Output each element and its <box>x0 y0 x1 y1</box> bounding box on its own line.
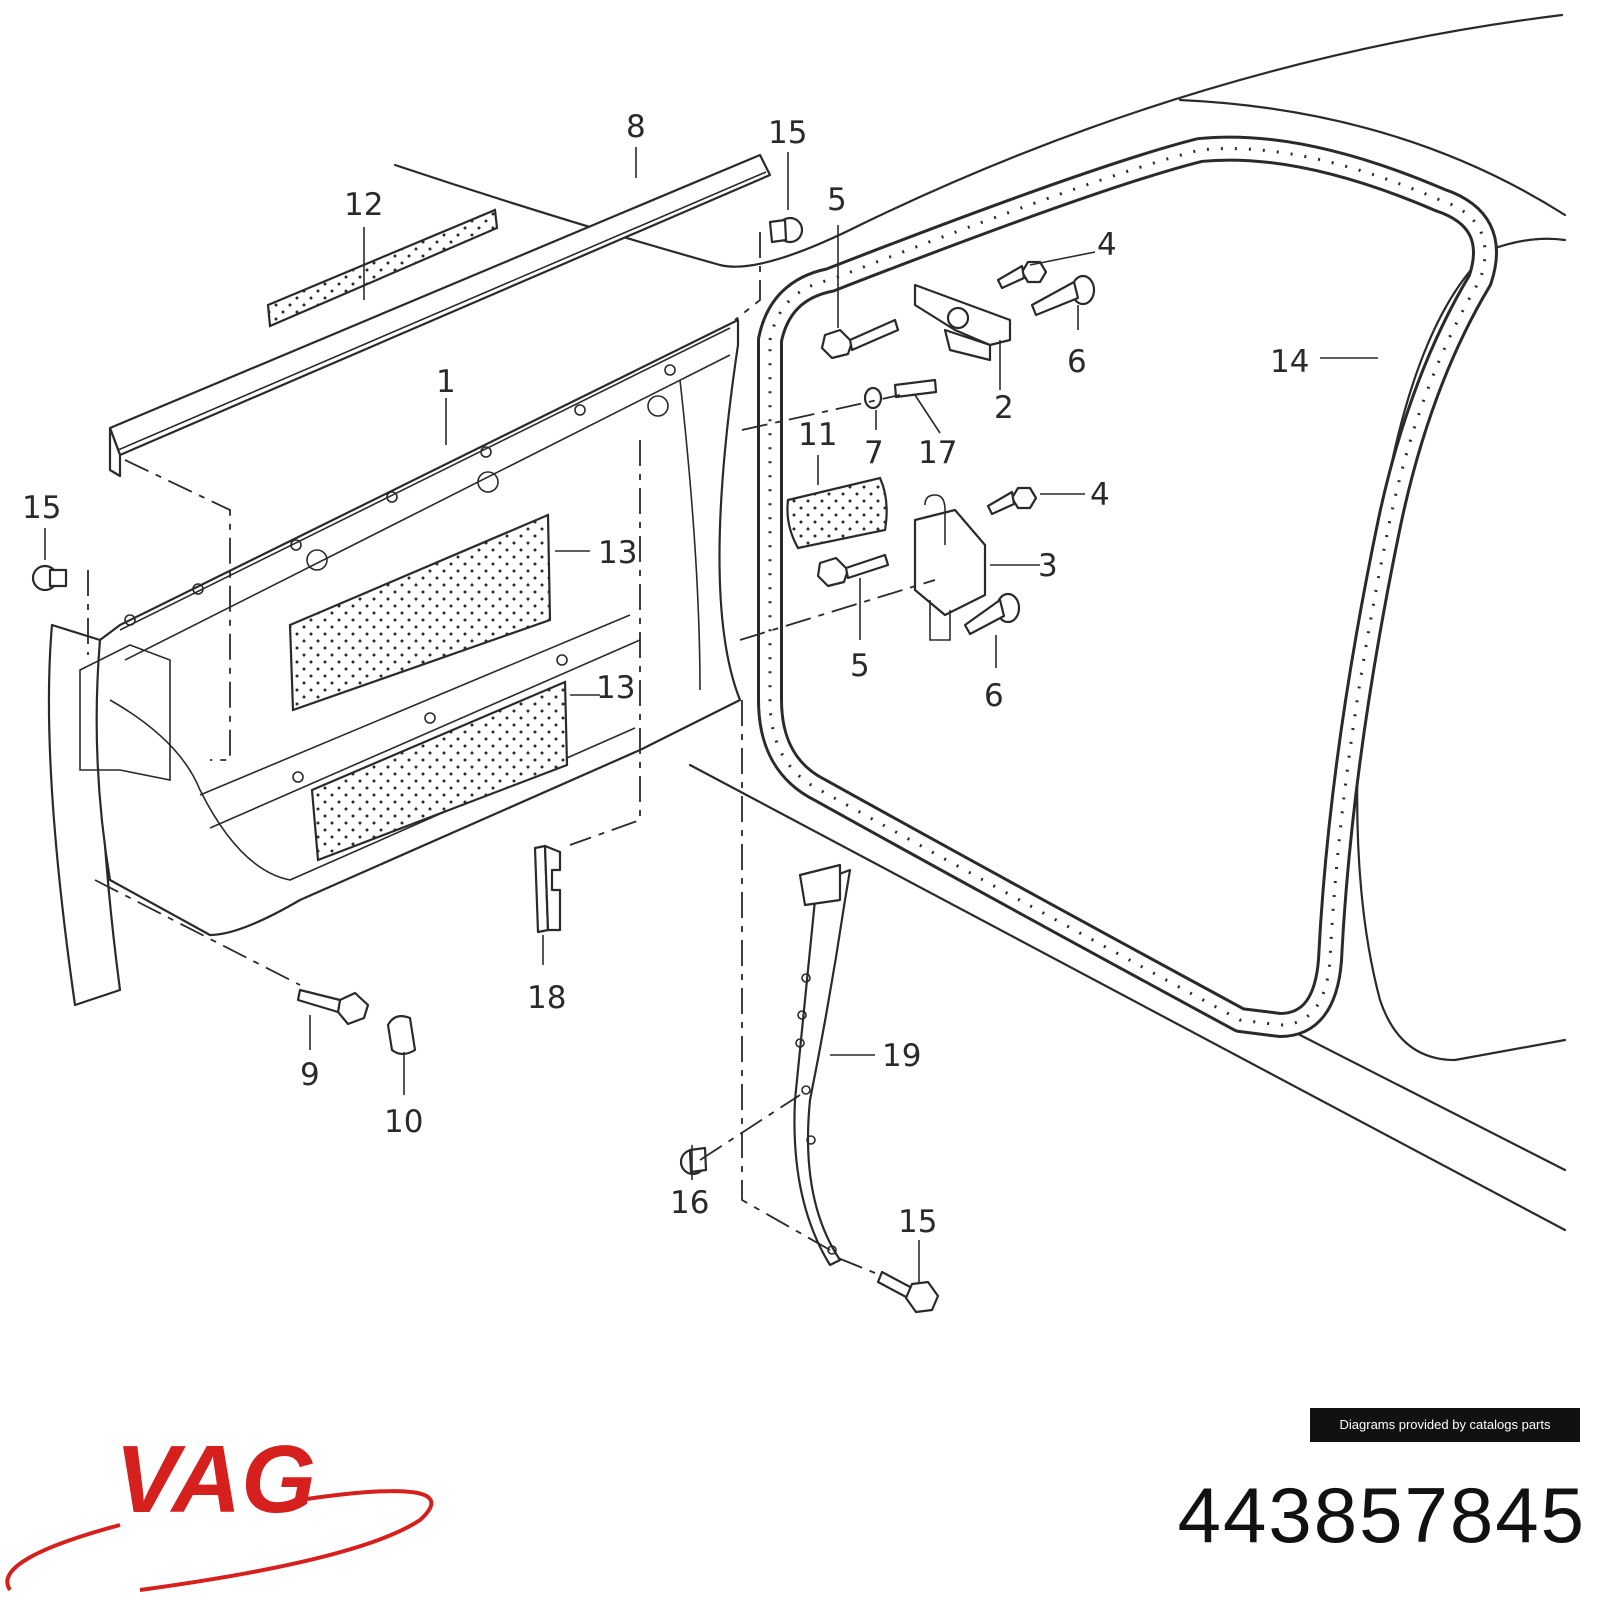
clip-15-top <box>768 216 804 244</box>
callout-6-upper: 6 <box>1067 344 1087 380</box>
callout-6-lower: 6 <box>984 678 1004 714</box>
door-seal-14 <box>757 135 1498 1038</box>
callout-1: 1 <box>436 364 456 400</box>
screw-6-upper <box>1030 274 1096 317</box>
callout-10: 10 <box>384 1104 423 1140</box>
callout-19: 15 <box>898 1204 937 1240</box>
callout-7: 7 <box>864 435 884 471</box>
pad-12 <box>266 208 499 328</box>
callout-13-upper: 13 <box>598 535 637 571</box>
bolt-5-upper <box>820 318 900 360</box>
clip-15-bottom <box>679 1146 708 1176</box>
bolt-9 <box>296 988 370 1026</box>
callout-14: 14 <box>1270 344 1309 380</box>
spring-16 <box>893 378 938 399</box>
screw-4-upper <box>996 260 1048 290</box>
callout-2: 2 <box>994 390 1014 426</box>
callout-17: 18 <box>527 980 566 1016</box>
car-body <box>393 13 1567 1232</box>
callout-18: 19 <box>882 1038 921 1074</box>
callout-15-bottom: 16 <box>670 1185 709 1221</box>
callouts: 8 15 12 5 4 6 14 1 2 11 7 17 4 15 13 3 5… <box>22 109 1309 1240</box>
plug-7 <box>863 386 883 410</box>
logo-swoosh <box>5 1489 434 1592</box>
callout-13-lower: 13 <box>596 670 635 706</box>
hinge-lower-3 <box>913 494 987 641</box>
diagram-credit: Diagrams provided by catalogs parts <box>1310 1408 1580 1442</box>
callout-3: 3 <box>1038 548 1058 584</box>
clip-15-left <box>31 564 68 592</box>
assembly-lines <box>87 232 936 1276</box>
callout-8: 8 <box>626 109 646 145</box>
callout-11: 11 <box>798 417 837 453</box>
callout-12: 12 <box>344 187 383 223</box>
callout-5-lower: 5 <box>850 648 870 684</box>
screw-6-lower <box>963 592 1021 636</box>
callout-15-top: 15 <box>768 115 807 151</box>
callout-15-left: 15 <box>22 490 61 526</box>
pad-13-upper <box>288 513 552 712</box>
hinge-upper-2 <box>913 283 1012 362</box>
pad-13-lower <box>310 680 569 862</box>
callout-5-upper: 5 <box>827 182 847 218</box>
callout-4-upper: 4 <box>1097 227 1117 263</box>
bolt-5-lower <box>816 553 890 588</box>
part-number: 443857845 <box>1177 1471 1586 1559</box>
brand-name: VAG <box>115 1440 316 1533</box>
callout-4-lower: 4 <box>1090 477 1110 513</box>
bolt-19 <box>876 1270 940 1314</box>
screw-4-lower <box>986 486 1038 516</box>
callout-9: 9 <box>300 1057 320 1093</box>
cap-10 <box>386 1015 417 1056</box>
vag-logo: VAG <box>5 1440 434 1592</box>
leader-lines <box>44 147 1378 1282</box>
bracket-17 <box>533 844 562 934</box>
trim-18 <box>793 863 852 1267</box>
sill-strip-8 <box>108 153 772 478</box>
pad-11 <box>786 476 888 550</box>
callout-16: 17 <box>918 435 957 471</box>
